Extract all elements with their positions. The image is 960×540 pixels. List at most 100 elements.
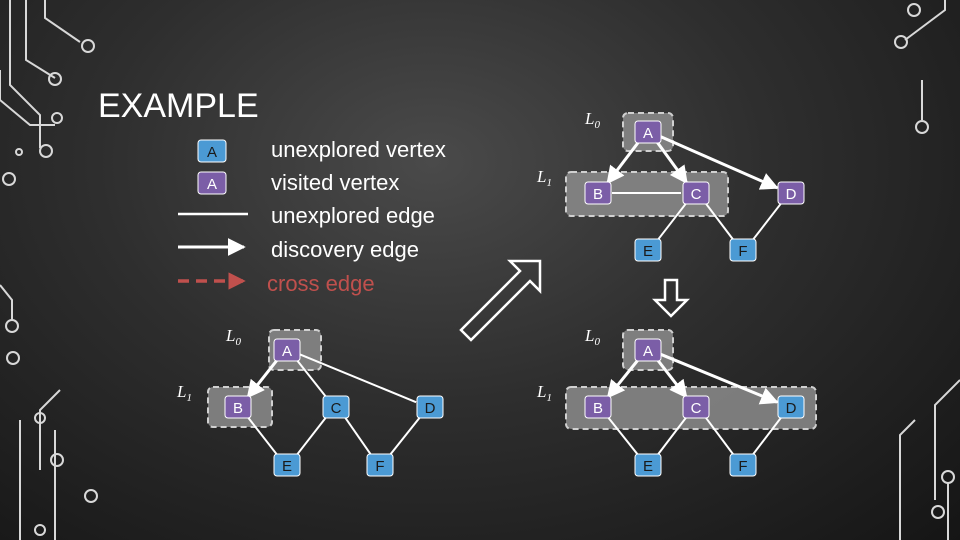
slide-title: EXAMPLE: [98, 87, 259, 125]
discovery-edge: [606, 140, 641, 185]
vertex-label-d: D: [425, 400, 436, 417]
vertex-label-d: D: [786, 186, 797, 203]
circuit-trace: [39, 389, 61, 470]
legend-label-discovery-edge: discovery edge: [271, 237, 419, 262]
discovery-edge: [655, 358, 688, 399]
circuit-trace: [9, 0, 41, 148]
circuit-node: [48, 72, 62, 86]
vertex-label-f: F: [738, 243, 747, 260]
level-label-l0: L0: [225, 326, 241, 348]
circuit-node: [51, 112, 63, 124]
vertex-label-c: C: [331, 400, 342, 417]
legend-vertex-glyph: A: [207, 176, 217, 193]
discovery-edge: [655, 140, 688, 185]
transition-arrow-down: [651, 278, 691, 318]
legend-visited-vertex-swatch: [197, 171, 227, 195]
unexplored-edge: [704, 201, 735, 241]
vertex-f: [729, 238, 757, 262]
circuit-trace: [899, 419, 916, 540]
vertex-label-b: B: [593, 186, 603, 203]
unexplored-edge: [751, 201, 783, 241]
circuit-trace: [0, 70, 55, 126]
level-label-l0-subscript: 0: [594, 336, 600, 348]
circuit-node: [6, 351, 20, 365]
vertex-b: [224, 395, 252, 419]
legend-unexplored-vertex-swatch: [197, 139, 227, 163]
vertex-f: [729, 453, 757, 477]
vertex-b: [584, 181, 612, 205]
vertex-label-d: D: [786, 400, 797, 417]
vertex-label-e: E: [643, 243, 653, 260]
circuit-node: [50, 453, 64, 467]
legend: A A unexplored vertex visited vertex une…: [178, 137, 446, 296]
vertex-d: [777, 395, 805, 419]
legend-label-unexplored-vertex: unexplored vertex: [271, 137, 446, 162]
circuit-node: [15, 148, 23, 156]
level-label-l1-subscript: 1: [546, 177, 552, 189]
discovery-edge: [246, 358, 280, 399]
vertex-a: [273, 338, 301, 362]
vertex-c: [682, 395, 710, 419]
vertex-label-f: F: [375, 458, 384, 475]
circuit-trace: [25, 0, 56, 79]
vertex-label-a: A: [643, 343, 653, 360]
discovery-edge: [606, 358, 640, 399]
circuit-node: [894, 35, 908, 49]
discovery-edge: [660, 135, 779, 190]
level-label-l1: L1: [536, 382, 552, 404]
vertex-a: [634, 120, 662, 144]
circuit-trace: [0, 284, 13, 320]
circuit-trace: [904, 0, 946, 41]
legend-label-cross-edge: cross edge: [267, 271, 375, 296]
circuit-node: [941, 470, 955, 484]
vertex-label-f: F: [738, 458, 747, 475]
unexplored-edge: [295, 358, 328, 398]
circuit-node: [931, 505, 945, 519]
vertex-f: [366, 453, 394, 477]
unexplored-edge: [656, 201, 688, 241]
vertex-c: [682, 181, 710, 205]
circuit-node: [915, 120, 929, 134]
circuit-trace: [44, 0, 81, 43]
level-label-l1-subscript: 1: [546, 392, 552, 404]
discovery-edge: [660, 353, 779, 405]
circuit-node: [5, 319, 19, 333]
vertex-label-c: C: [691, 186, 702, 203]
circuit-node: [34, 524, 46, 536]
circuit-decoration-right: [894, 0, 960, 540]
vertex-label-e: E: [282, 458, 292, 475]
unexplored-edge: [751, 415, 783, 456]
circuit-node: [2, 172, 16, 186]
legend-label-unexplored-edge: unexplored edge: [271, 203, 435, 228]
vertex-c: [322, 395, 350, 419]
level-label-l1: L1: [536, 167, 552, 189]
circuit-decoration-left: [0, 0, 98, 540]
unexplored-edge: [295, 415, 328, 456]
unexplored-edge: [389, 415, 422, 456]
unexplored-edge: [656, 415, 688, 456]
level-label-l1-subscript: 1: [186, 392, 192, 404]
vertex-d: [777, 181, 805, 205]
vertex-label-b: B: [233, 400, 243, 417]
vertex-label-a: A: [643, 125, 653, 142]
vertex-e: [273, 453, 301, 477]
graph-bottom-left: A B C D E F: [207, 329, 444, 477]
graph-top: A B C D E F: [565, 112, 805, 262]
legend-vertex-glyph: A: [207, 144, 217, 161]
vertex-e: [634, 238, 662, 262]
vertex-label-c: C: [691, 400, 702, 417]
circuit-trace: [934, 379, 960, 500]
level-label-l0-subscript: 0: [594, 119, 600, 131]
unexplored-edge: [299, 353, 417, 404]
unexplored-edge: [704, 415, 735, 456]
circuit-node: [34, 412, 46, 424]
circuit-node: [39, 144, 53, 158]
transition-arrow-up-right: [459, 259, 542, 342]
vertex-d: [416, 395, 444, 419]
circuit-node: [907, 3, 921, 17]
vertex-label-e: E: [643, 458, 653, 475]
vertex-label-a: A: [282, 343, 292, 360]
vertex-e: [634, 453, 662, 477]
